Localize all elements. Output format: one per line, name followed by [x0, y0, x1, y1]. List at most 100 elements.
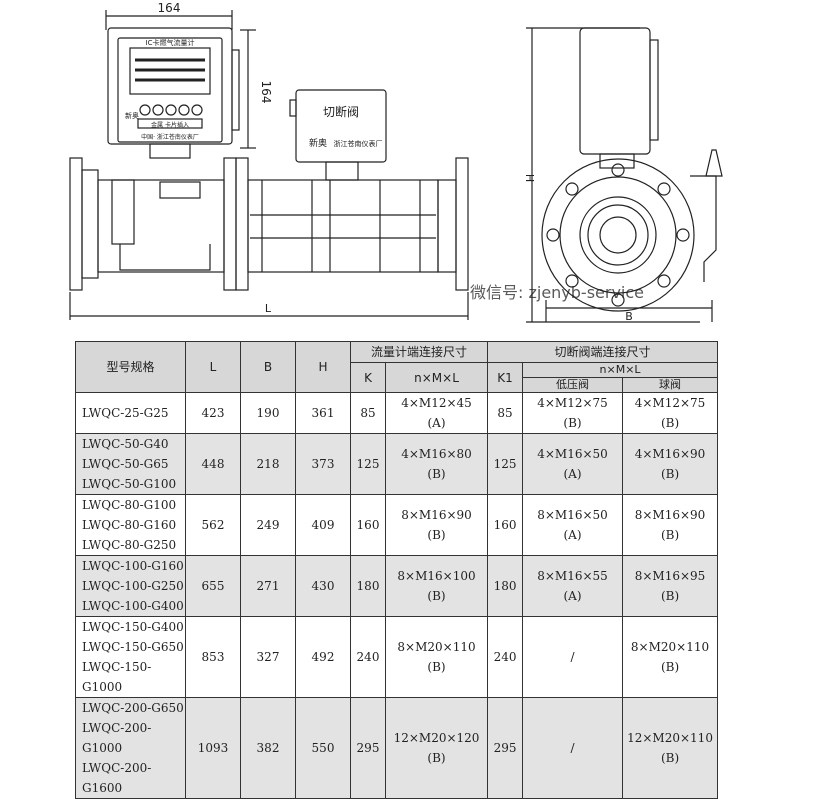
ball-valve-connection-line: (B) — [660, 589, 680, 603]
meter-connection-line: (B) — [427, 589, 446, 603]
cell-h: 550 — [295, 697, 351, 799]
cell-k: 295 — [350, 697, 386, 799]
shutoff-valve — [295, 89, 387, 163]
cell-l: 448 — [185, 433, 241, 495]
spec-table: 型号规格 L B H 流量计端连接尺寸 切断阀端连接尺寸 K n×M×L K1 … — [75, 341, 719, 799]
meter-connection: 8×M20×110(B) — [384, 616, 489, 698]
header-K: K — [350, 362, 386, 393]
cell-k1: 160 — [487, 494, 524, 556]
side-height-label: H — [523, 174, 536, 182]
cell-b: 382 — [240, 697, 296, 799]
cell-b: 218 — [240, 433, 296, 495]
model-name: LWQC-100-G400 — [82, 599, 184, 613]
header-ball-valve: 球阀 — [622, 377, 719, 393]
meter-connection-line: 8×M16×100 — [397, 569, 476, 583]
cell-b: 327 — [240, 616, 296, 698]
meter-connection: 8×M16×90(B) — [384, 494, 489, 556]
model-name: LWQC-100-G250 — [82, 579, 184, 593]
ball-valve-connection: 4×M12×75(B) — [622, 392, 719, 434]
lcd-display — [129, 47, 211, 95]
model-name: LWQC-150-G650 — [82, 640, 184, 654]
low-pressure-connection-line: 4×M12×75 — [537, 396, 608, 410]
meter-connection-line: (B) — [427, 528, 446, 542]
outlet-flange — [455, 157, 469, 291]
watermark: 微信号: zjenyb-service — [470, 283, 644, 302]
header-nml-valve: n×M×L — [522, 362, 719, 378]
cell-k: 85 — [350, 392, 386, 434]
low-pressure-connection-line: (A) — [563, 467, 582, 481]
cell-k: 160 — [350, 494, 386, 556]
height-dimension-label: 164 — [259, 81, 273, 104]
meter-connection-line: (B) — [427, 467, 446, 481]
low-pressure-connection: / — [522, 697, 624, 799]
cell-l: 853 — [185, 616, 241, 698]
low-pressure-connection-line: (A) — [563, 589, 582, 603]
meter-connection: 12×M20×120(B) — [384, 697, 489, 799]
ball-valve-connection-line: (B) — [660, 660, 680, 674]
inlet-flange — [69, 157, 83, 291]
ball-valve-connection: 12×M20×110(B) — [622, 697, 719, 799]
cell-h: 409 — [295, 494, 351, 556]
side-meter-head — [579, 27, 651, 155]
cell-l: 562 — [185, 494, 241, 556]
ball-valve-connection-line: 12×M20×110 — [627, 731, 713, 745]
valve-brand: 新奥 — [309, 137, 327, 149]
meter-connection: 8×M16×100 (B) — [384, 555, 489, 617]
low-pressure-connection-line: 8×M16×55 — [537, 569, 608, 583]
cell-k1: 240 — [487, 616, 524, 698]
low-pressure-connection-line: (B) — [563, 416, 582, 430]
meter-connection: 4×M16×80(B) — [384, 433, 489, 495]
low-pressure-connection-line: (A) — [563, 528, 582, 542]
ball-valve-connection-line: 8×M16×95 — [634, 569, 706, 583]
cell-b: 190 — [240, 392, 296, 434]
header-meter-group: 流量计端连接尺寸 — [349, 341, 489, 363]
ball-valve-connection-line: 8×M16×90 — [634, 508, 706, 522]
model-name: LWQC-200-G1600 — [82, 761, 152, 795]
model-name: LWQC-200-G1000 — [82, 721, 152, 755]
ball-valve-connection-line: 4×M16×90 — [634, 447, 706, 461]
meter-body — [97, 179, 225, 273]
header-nml-meter: n×M×L — [384, 362, 489, 393]
low-pressure-connection-line: 8×M16×50 — [537, 508, 608, 522]
cell-k1: 295 — [487, 697, 524, 799]
header-K1: K1 — [487, 362, 524, 393]
meter-connection-line: (B) — [427, 751, 446, 765]
model-name: LWQC-100-G160 — [82, 559, 184, 573]
side-width-label: B — [625, 310, 633, 323]
cell-l: 655 — [185, 555, 241, 617]
ball-valve-connection: 8×M16×95 (B) — [622, 555, 719, 617]
ball-valve-connection-line: (B) — [660, 467, 680, 481]
meter-connection-line: 8×M20×110 — [397, 640, 476, 654]
cell-k1: 180 — [487, 555, 524, 617]
ball-valve-connection: 8×M16×90 (B) — [622, 494, 719, 556]
display-brand: 新奥 — [125, 111, 139, 120]
model-name: LWQC-80-G160 — [82, 518, 177, 532]
cell-k1: 125 — [487, 433, 524, 495]
ball-valve-connection-line: (B) — [660, 528, 680, 542]
model-cell: LWQC-25-G25 — [75, 392, 186, 434]
width-dimension-label: 164 — [158, 1, 181, 15]
model-name: LWQC-25-G25 — [82, 406, 169, 420]
cell-b: 271 — [240, 555, 296, 617]
header-H: H — [295, 341, 351, 393]
cell-k: 125 — [350, 433, 386, 495]
cell-h: 492 — [295, 616, 351, 698]
length-dimension-label: L — [265, 302, 272, 315]
model-name: LWQC-80-G100 — [82, 498, 177, 512]
ball-valve-connection: 4×M16×90 (B) — [622, 433, 719, 495]
ball-valve-connection-line: (B) — [660, 416, 680, 430]
low-pressure-connection-line: 4×M16×50 — [537, 447, 608, 461]
valve-maker: 浙江苍南仪表厂 — [334, 139, 383, 148]
cell-k: 180 — [350, 555, 386, 617]
model-name: LWQC-50-G40 — [82, 437, 169, 451]
cell-h: 430 — [295, 555, 351, 617]
